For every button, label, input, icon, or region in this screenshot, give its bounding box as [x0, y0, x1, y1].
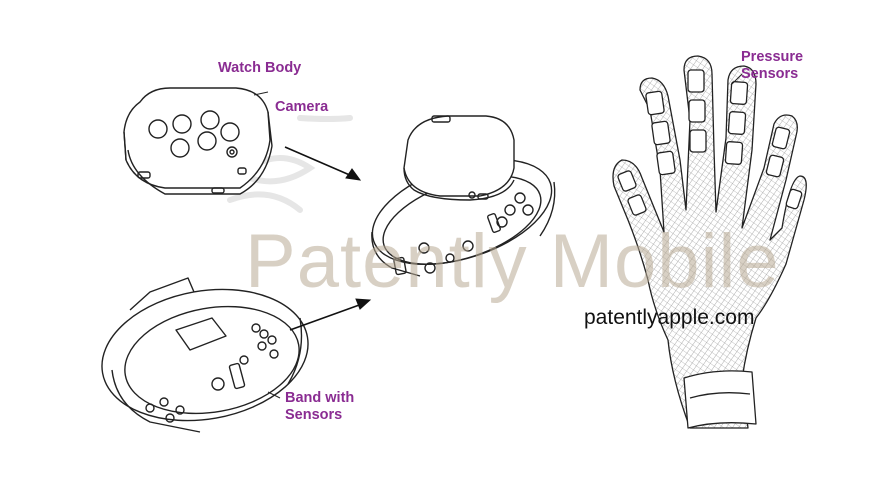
- band-leader-line: [267, 391, 281, 399]
- camera-label: Camera: [275, 99, 329, 115]
- arrow-band-to-watch: [289, 298, 372, 331]
- pressure-label-line1: Pressure: [741, 49, 804, 65]
- assembled-watch-drawing: [371, 115, 556, 277]
- pressure-leader-line: [731, 73, 743, 85]
- band-with-sensors-label: Band with Sensors: [285, 390, 354, 424]
- pressure-sensors-label: Pressure Sensors: [741, 49, 803, 83]
- watch-body-drawing: [123, 87, 273, 195]
- band-label-line2: Sensors: [285, 407, 343, 423]
- glove-drawing: [612, 55, 807, 429]
- arrow-to-watch: [284, 146, 362, 181]
- watermark-text: Patently Mobile: [245, 219, 780, 304]
- watch-body-label: Watch Body: [218, 60, 302, 76]
- pressure-label-line2: Sensors: [741, 66, 799, 82]
- camera-leader-line: [253, 91, 269, 96]
- band-drawing: [101, 277, 309, 433]
- website-text: patentlyapple.com: [584, 306, 755, 329]
- band-label-line1: Band with: [285, 390, 355, 406]
